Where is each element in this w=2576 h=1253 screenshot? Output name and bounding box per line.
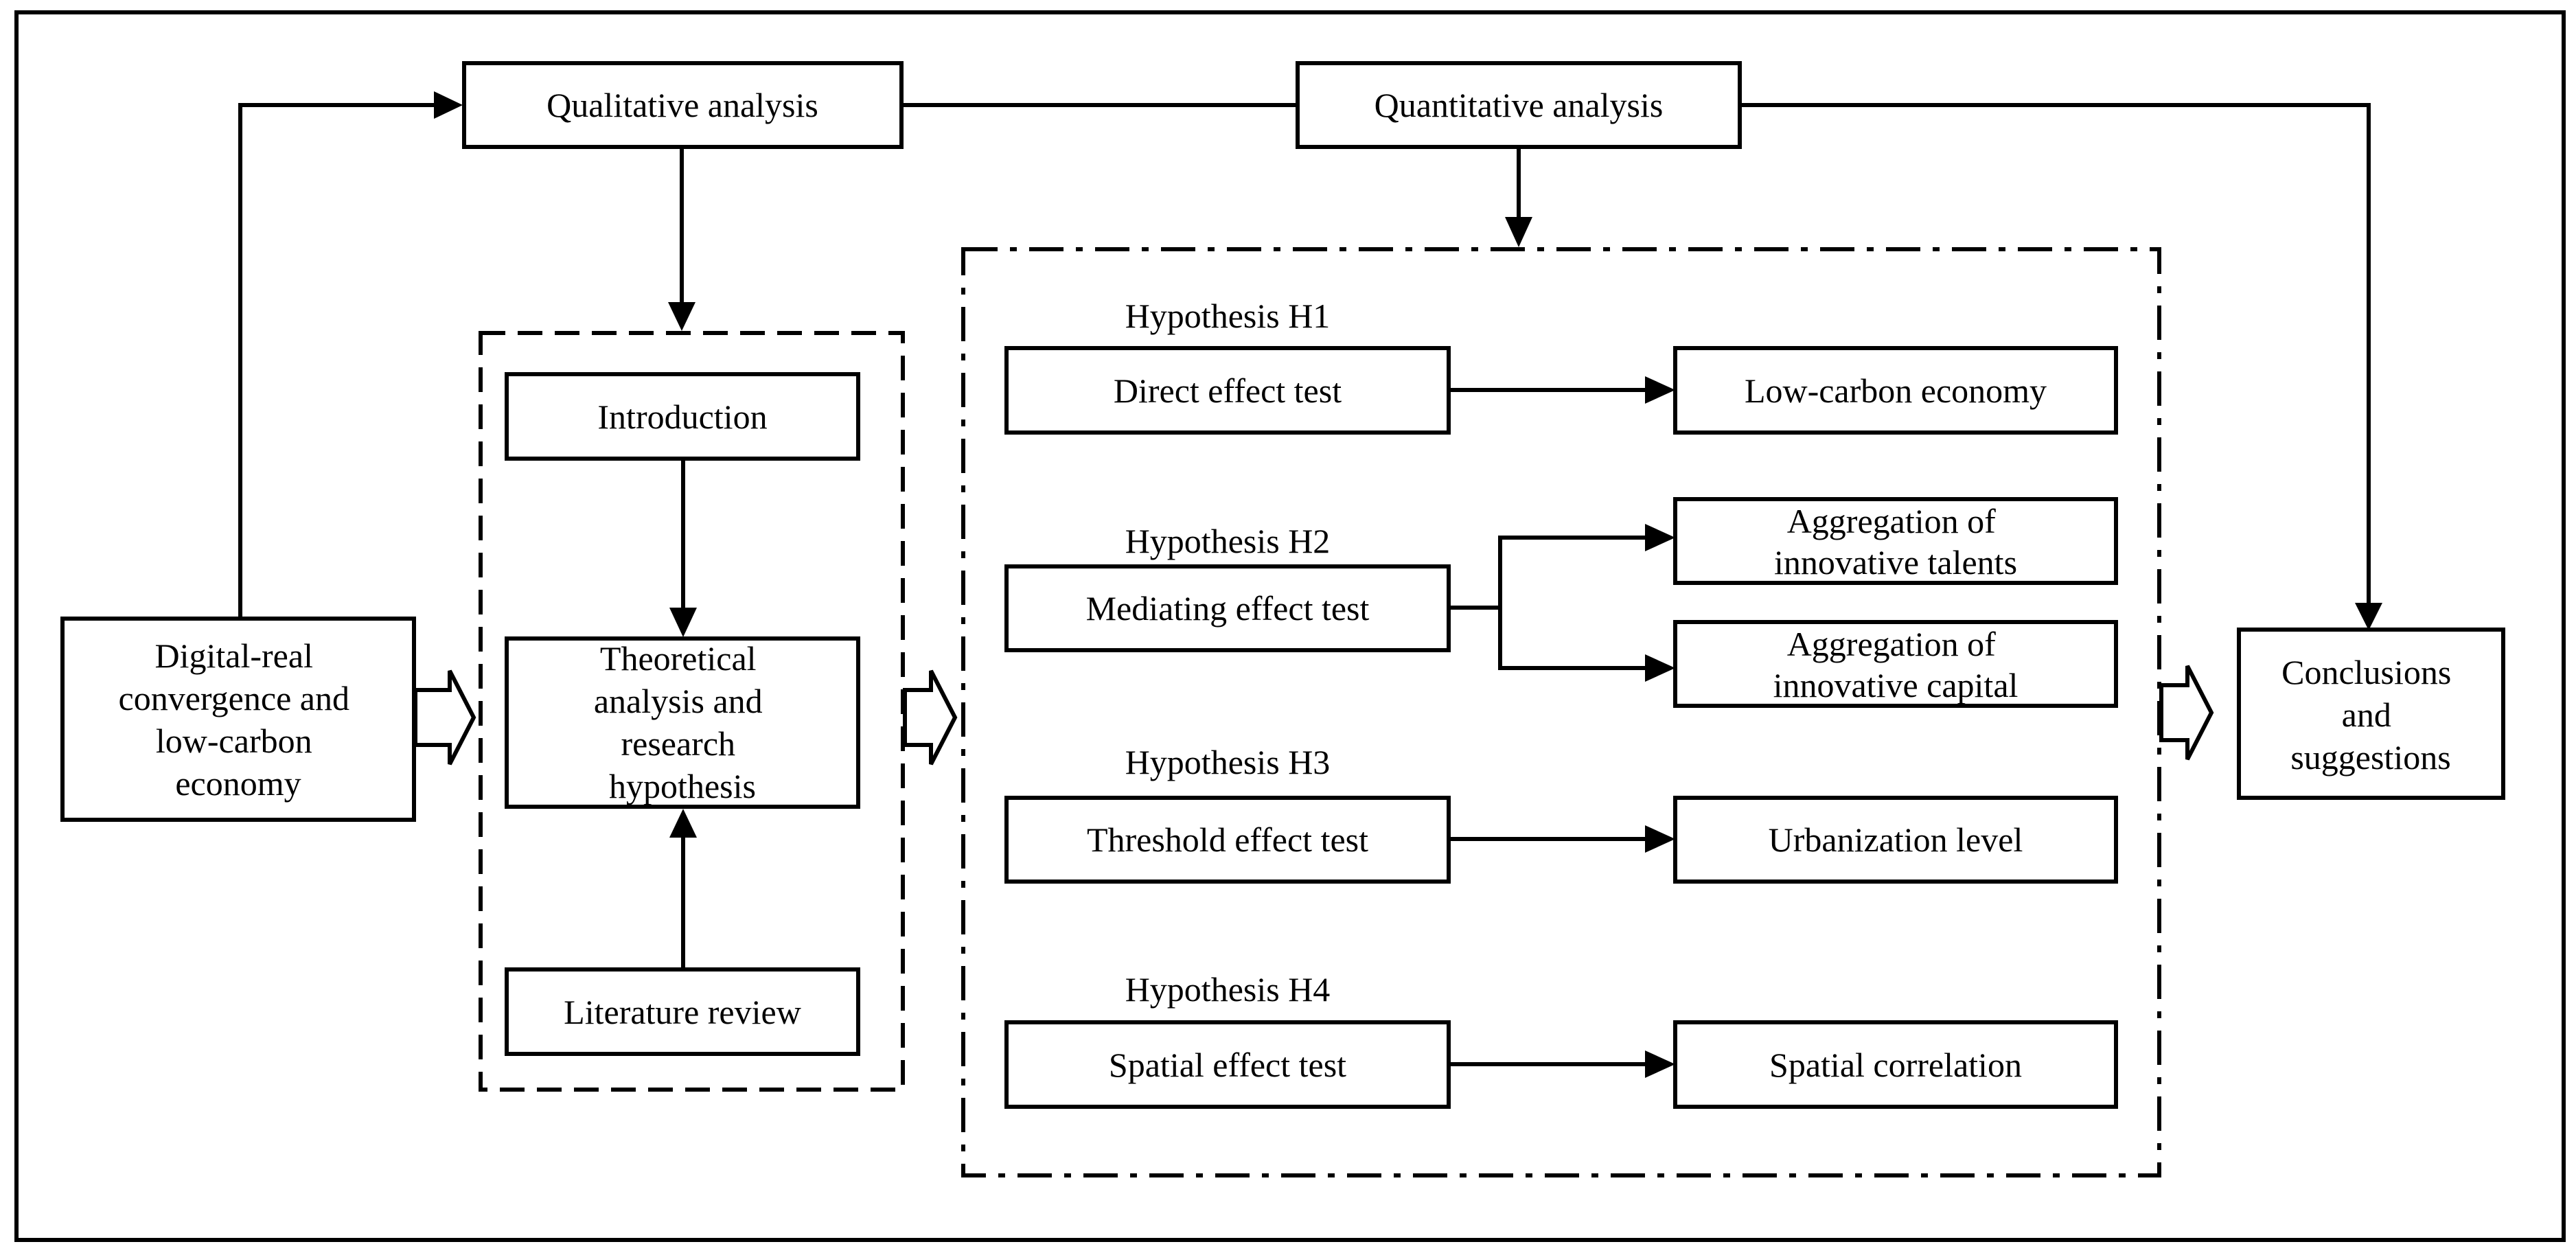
- threshold-effect-test-label: Threshold effect test: [1087, 820, 1368, 859]
- connector-digital-to-qualitative: [238, 103, 439, 619]
- aggregation-innovative-talents-node: Aggregation of innovative talents: [1673, 497, 2118, 585]
- arrowhead-down: [1505, 217, 1532, 247]
- qualitative-analysis-label: Qualitative analysis: [547, 86, 818, 124]
- hypothesis-h2-label: Hypothesis H2: [1125, 522, 1331, 560]
- spatial-effect-test-label: Spatial effect test: [1109, 1046, 1346, 1084]
- aggregation-innovative-talents-label: Aggregation of innovative talents: [1774, 502, 2017, 582]
- theoretical-analysis-label: Theoretical analysis and research hypoth…: [594, 639, 771, 805]
- digital-real-convergence-label: Digital-real convergence and low-carbon …: [119, 636, 358, 803]
- direct-effect-test-label: Direct effect test: [1114, 371, 1342, 410]
- mediating-effect-test-label: Mediating effect test: [1086, 589, 1370, 628]
- hypothesis-h3-label: Hypothesis H3: [1125, 743, 1331, 781]
- direct-effect-test-node: Direct effect test: [1004, 346, 1451, 435]
- hollow-arrow: [2159, 665, 2214, 761]
- arrowhead-down: [669, 608, 697, 637]
- urbanization-level-node: Urbanization level: [1673, 796, 2118, 884]
- mediating-effect-test-node: Mediating effect test: [1004, 564, 1451, 652]
- outer-frame: [14, 10, 2566, 1242]
- low-carbon-economy-node: Low-carbon economy: [1673, 346, 2118, 435]
- theoretical-analysis-node: Theoretical analysis and research hypoth…: [505, 636, 860, 809]
- hypothesis-h4-label: Hypothesis H4: [1125, 970, 1331, 1009]
- spatial-correlation-label: Spatial correlation: [1769, 1046, 2022, 1084]
- arrowhead-right: [1645, 654, 1675, 682]
- hypothesis-h1-label: Hypothesis H1: [1125, 297, 1331, 335]
- connector-quantitative-to-conclusions: [1740, 103, 2371, 608]
- aggregation-innovative-capital-label: Aggregation of innovative capital: [1773, 625, 2019, 704]
- arrowhead-down: [668, 302, 695, 331]
- threshold-effect-test-node: Threshold effect test: [1004, 796, 1451, 884]
- arrowhead-right: [1645, 376, 1675, 404]
- literature-review-label: Literature review: [564, 993, 801, 1031]
- arrowhead-right: [1645, 524, 1675, 551]
- connector-h2-capital: [1498, 608, 1648, 670]
- arrowhead-up: [669, 809, 697, 838]
- conclusions-label: Conclusions and suggestions: [2281, 653, 2460, 777]
- introduction-node: Introduction: [505, 372, 860, 461]
- quantitative-analysis-label: Quantitative analysis: [1375, 86, 1664, 124]
- qualitative-analysis-node: Qualitative analysis: [462, 61, 904, 149]
- quantitative-analysis-node: Quantitative analysis: [1296, 61, 1742, 149]
- arrowhead-right: [434, 91, 463, 119]
- hollow-arrow: [903, 669, 958, 766]
- aggregation-innovative-capital-node: Aggregation of innovative capital: [1673, 620, 2118, 708]
- spatial-effect-test-node: Spatial effect test: [1004, 1020, 1451, 1109]
- arrowhead-right: [1645, 1050, 1675, 1078]
- introduction-label: Introduction: [597, 398, 767, 436]
- urbanization-level-label: Urbanization level: [1769, 820, 2023, 859]
- low-carbon-economy-label: Low-carbon economy: [1745, 371, 2047, 410]
- conclusions-node: Conclusions and suggestions: [2237, 628, 2505, 800]
- literature-review-node: Literature review: [505, 967, 860, 1056]
- connector-h2-talents: [1449, 536, 1648, 610]
- arrowhead-down: [2355, 603, 2382, 630]
- spatial-correlation-node: Spatial correlation: [1673, 1020, 2118, 1109]
- digital-real-convergence-node: Digital-real convergence and low-carbon …: [60, 617, 416, 822]
- hollow-arrow: [413, 669, 476, 766]
- arrowhead-right: [1645, 825, 1675, 853]
